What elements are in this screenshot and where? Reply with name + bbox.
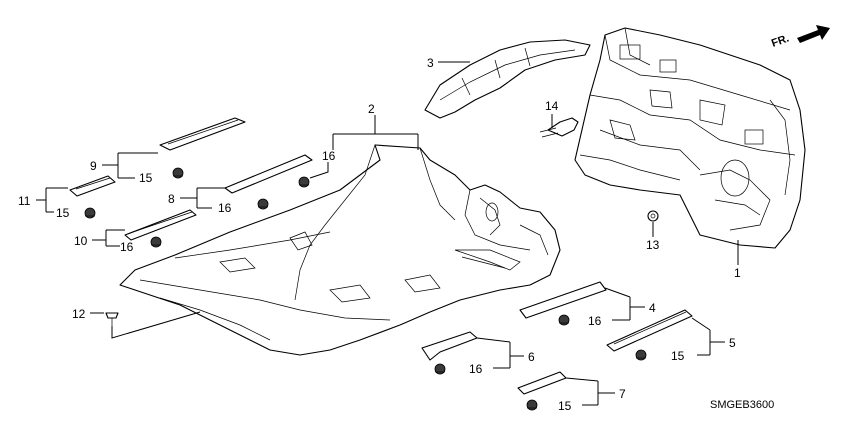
callout-16: 16 [588,314,602,328]
callout-5: 5 [729,336,736,350]
diagram-code: SMGEB3600 [710,399,774,411]
callout-10: 10 [74,234,88,248]
callout-2: 2 [368,102,375,116]
callout-13: 13 [646,238,660,252]
callout-15: 15 [139,171,153,185]
callout-16: 16 [322,149,336,163]
floor-carpet [119,144,561,356]
callout-16: 16 [120,240,134,254]
callout-12: 12 [72,307,86,321]
trim-5 [606,309,693,352]
callout-6: 6 [528,350,535,364]
dashboard-insulator [574,27,806,249]
grommet-icon [647,210,659,222]
callout-11: 11 [18,194,31,208]
trim-7 [517,371,567,395]
push-clip-icon [526,399,538,411]
front-arrow-icon [797,25,830,43]
callout-15: 15 [56,206,70,220]
callout-15: 15 [671,349,685,363]
front-label: FR. [770,32,791,49]
push-clip-icon [257,198,269,210]
leader-lines [36,61,739,406]
trim-10 [124,209,197,241]
callout-7: 7 [619,387,626,401]
push-clip-icon [172,167,184,179]
push-clip-icon [558,314,570,326]
clip-14 [539,117,579,138]
push-clip-icon [150,236,162,248]
callout-16: 16 [469,362,483,376]
callout-14: 14 [545,99,559,113]
callout-15: 15 [558,399,572,413]
callout-9: 9 [90,159,97,173]
trim-8 [224,154,313,194]
trim-6 [421,331,478,361]
callout-labels: 1 2 3 4 5 6 7 8 9 10 11 12 13 14 15 15 1… [18,56,741,413]
trim-11 [69,175,116,197]
push-clip-icon [434,363,446,375]
callout-3: 3 [427,56,434,70]
front-direction-indicator: FR. [770,25,830,50]
callout-4: 4 [649,301,656,315]
fastener-icons [84,167,659,411]
push-clip-icon [298,176,310,188]
callout-8: 8 [168,192,175,206]
callout-1: 1 [734,266,741,280]
tunnel-insulator [424,39,591,119]
trim-4 [519,281,607,319]
push-clip-icon [84,207,96,219]
callout-16: 16 [218,201,232,215]
trim-9 [159,117,246,151]
push-clip-icon [635,349,647,361]
screw-icon [105,312,119,326]
